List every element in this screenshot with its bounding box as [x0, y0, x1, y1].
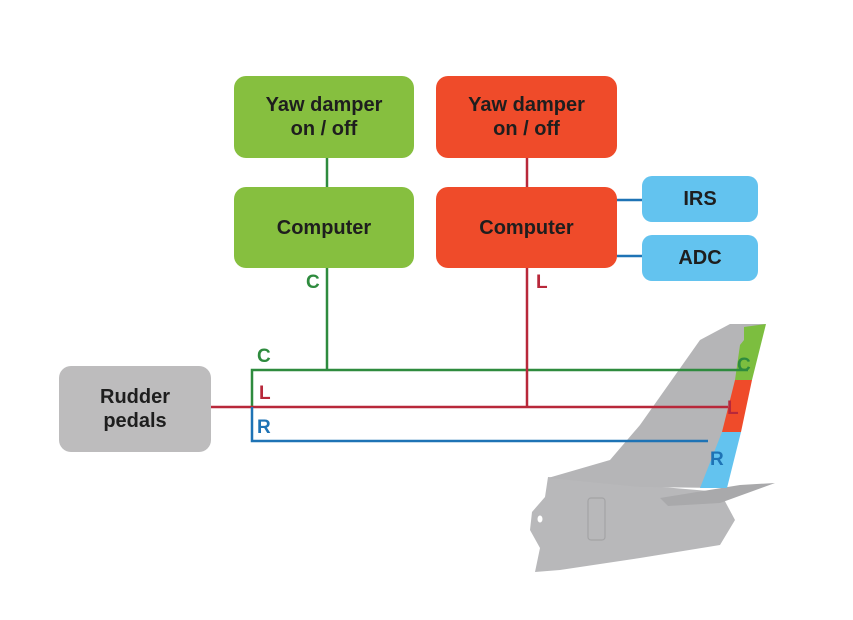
rudder-pedals-box[interactable]: Rudder pedals [59, 366, 211, 452]
rudder-l-label: L [727, 398, 739, 419]
green-switch-line2: on / off [290, 118, 358, 140]
rudder-r-label: R [710, 449, 724, 470]
computer-c-tag: C [306, 272, 320, 293]
red-switch-line1: Yaw damper [468, 94, 585, 116]
rudder-pedals-line1: Rudder [100, 386, 170, 408]
tail-light [537, 515, 543, 523]
bus-r-loop [250, 407, 708, 443]
red-computer-label: Computer [479, 216, 574, 239]
bus-c-label: C [257, 346, 271, 367]
computer-l-tag: L [536, 272, 548, 293]
access-panel [587, 497, 606, 541]
rudder-segment-l [722, 380, 752, 432]
rudder-c-label: C [737, 355, 751, 376]
rudder-segment-c [735, 324, 766, 380]
irs-box[interactable]: IRS [642, 176, 758, 222]
bus-l-label: L [259, 383, 271, 404]
irs-label: IRS [683, 188, 717, 210]
green-computer[interactable]: Computer [234, 187, 414, 268]
rudder-pedals-line2: pedals [103, 410, 167, 432]
bus-r-label: R [257, 417, 271, 438]
red-computer[interactable]: Computer [436, 187, 617, 268]
green-computer-label: Computer [276, 216, 372, 239]
red-yaw-damper-switch[interactable]: Yaw damper on / off [436, 76, 617, 158]
adc-label: ADC [678, 247, 722, 269]
bus-c-loop [250, 368, 748, 406]
red-switch-line2: on / off [493, 118, 560, 140]
green-switch-line1: Yaw damper [265, 94, 383, 116]
adc-box[interactable]: ADC [642, 235, 758, 281]
green-yaw-damper-switch[interactable]: Yaw damper on / off [234, 76, 414, 158]
rudder-segment-r [700, 432, 741, 488]
horizontal-stabilizer [660, 483, 775, 506]
